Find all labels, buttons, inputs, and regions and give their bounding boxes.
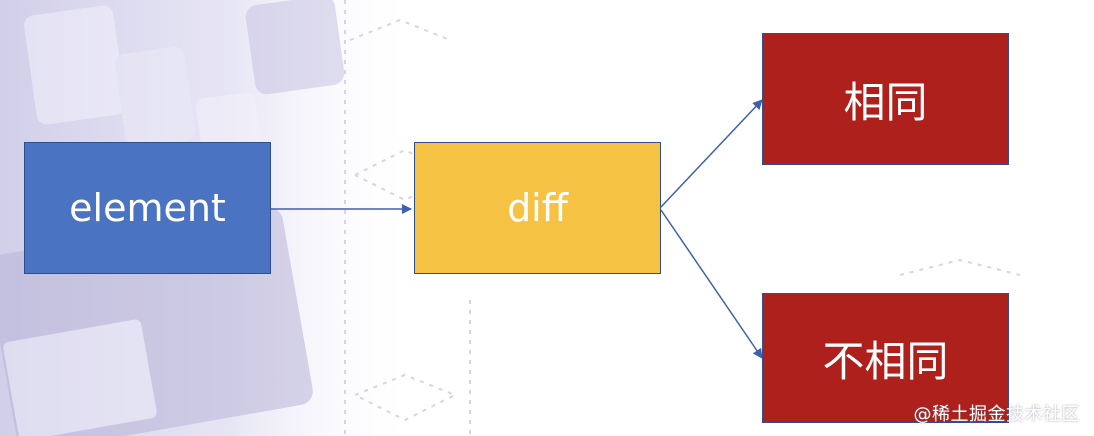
node-diff: diff [414, 142, 661, 274]
node-not-same: 不相同 [762, 293, 1009, 423]
watermark: @稀土掘金技术社区 [913, 404, 1080, 425]
node-same: 相同 [762, 33, 1009, 165]
arrow-diff-to-not-same [660, 209, 763, 359]
node-element-label: element [69, 186, 226, 230]
arrow-diff-to-same [660, 99, 763, 208]
node-element: element [24, 142, 271, 274]
node-diff-label: diff [507, 186, 568, 230]
node-not-same-label: 不相同 [822, 336, 949, 386]
node-same-label: 相同 [843, 77, 928, 127]
